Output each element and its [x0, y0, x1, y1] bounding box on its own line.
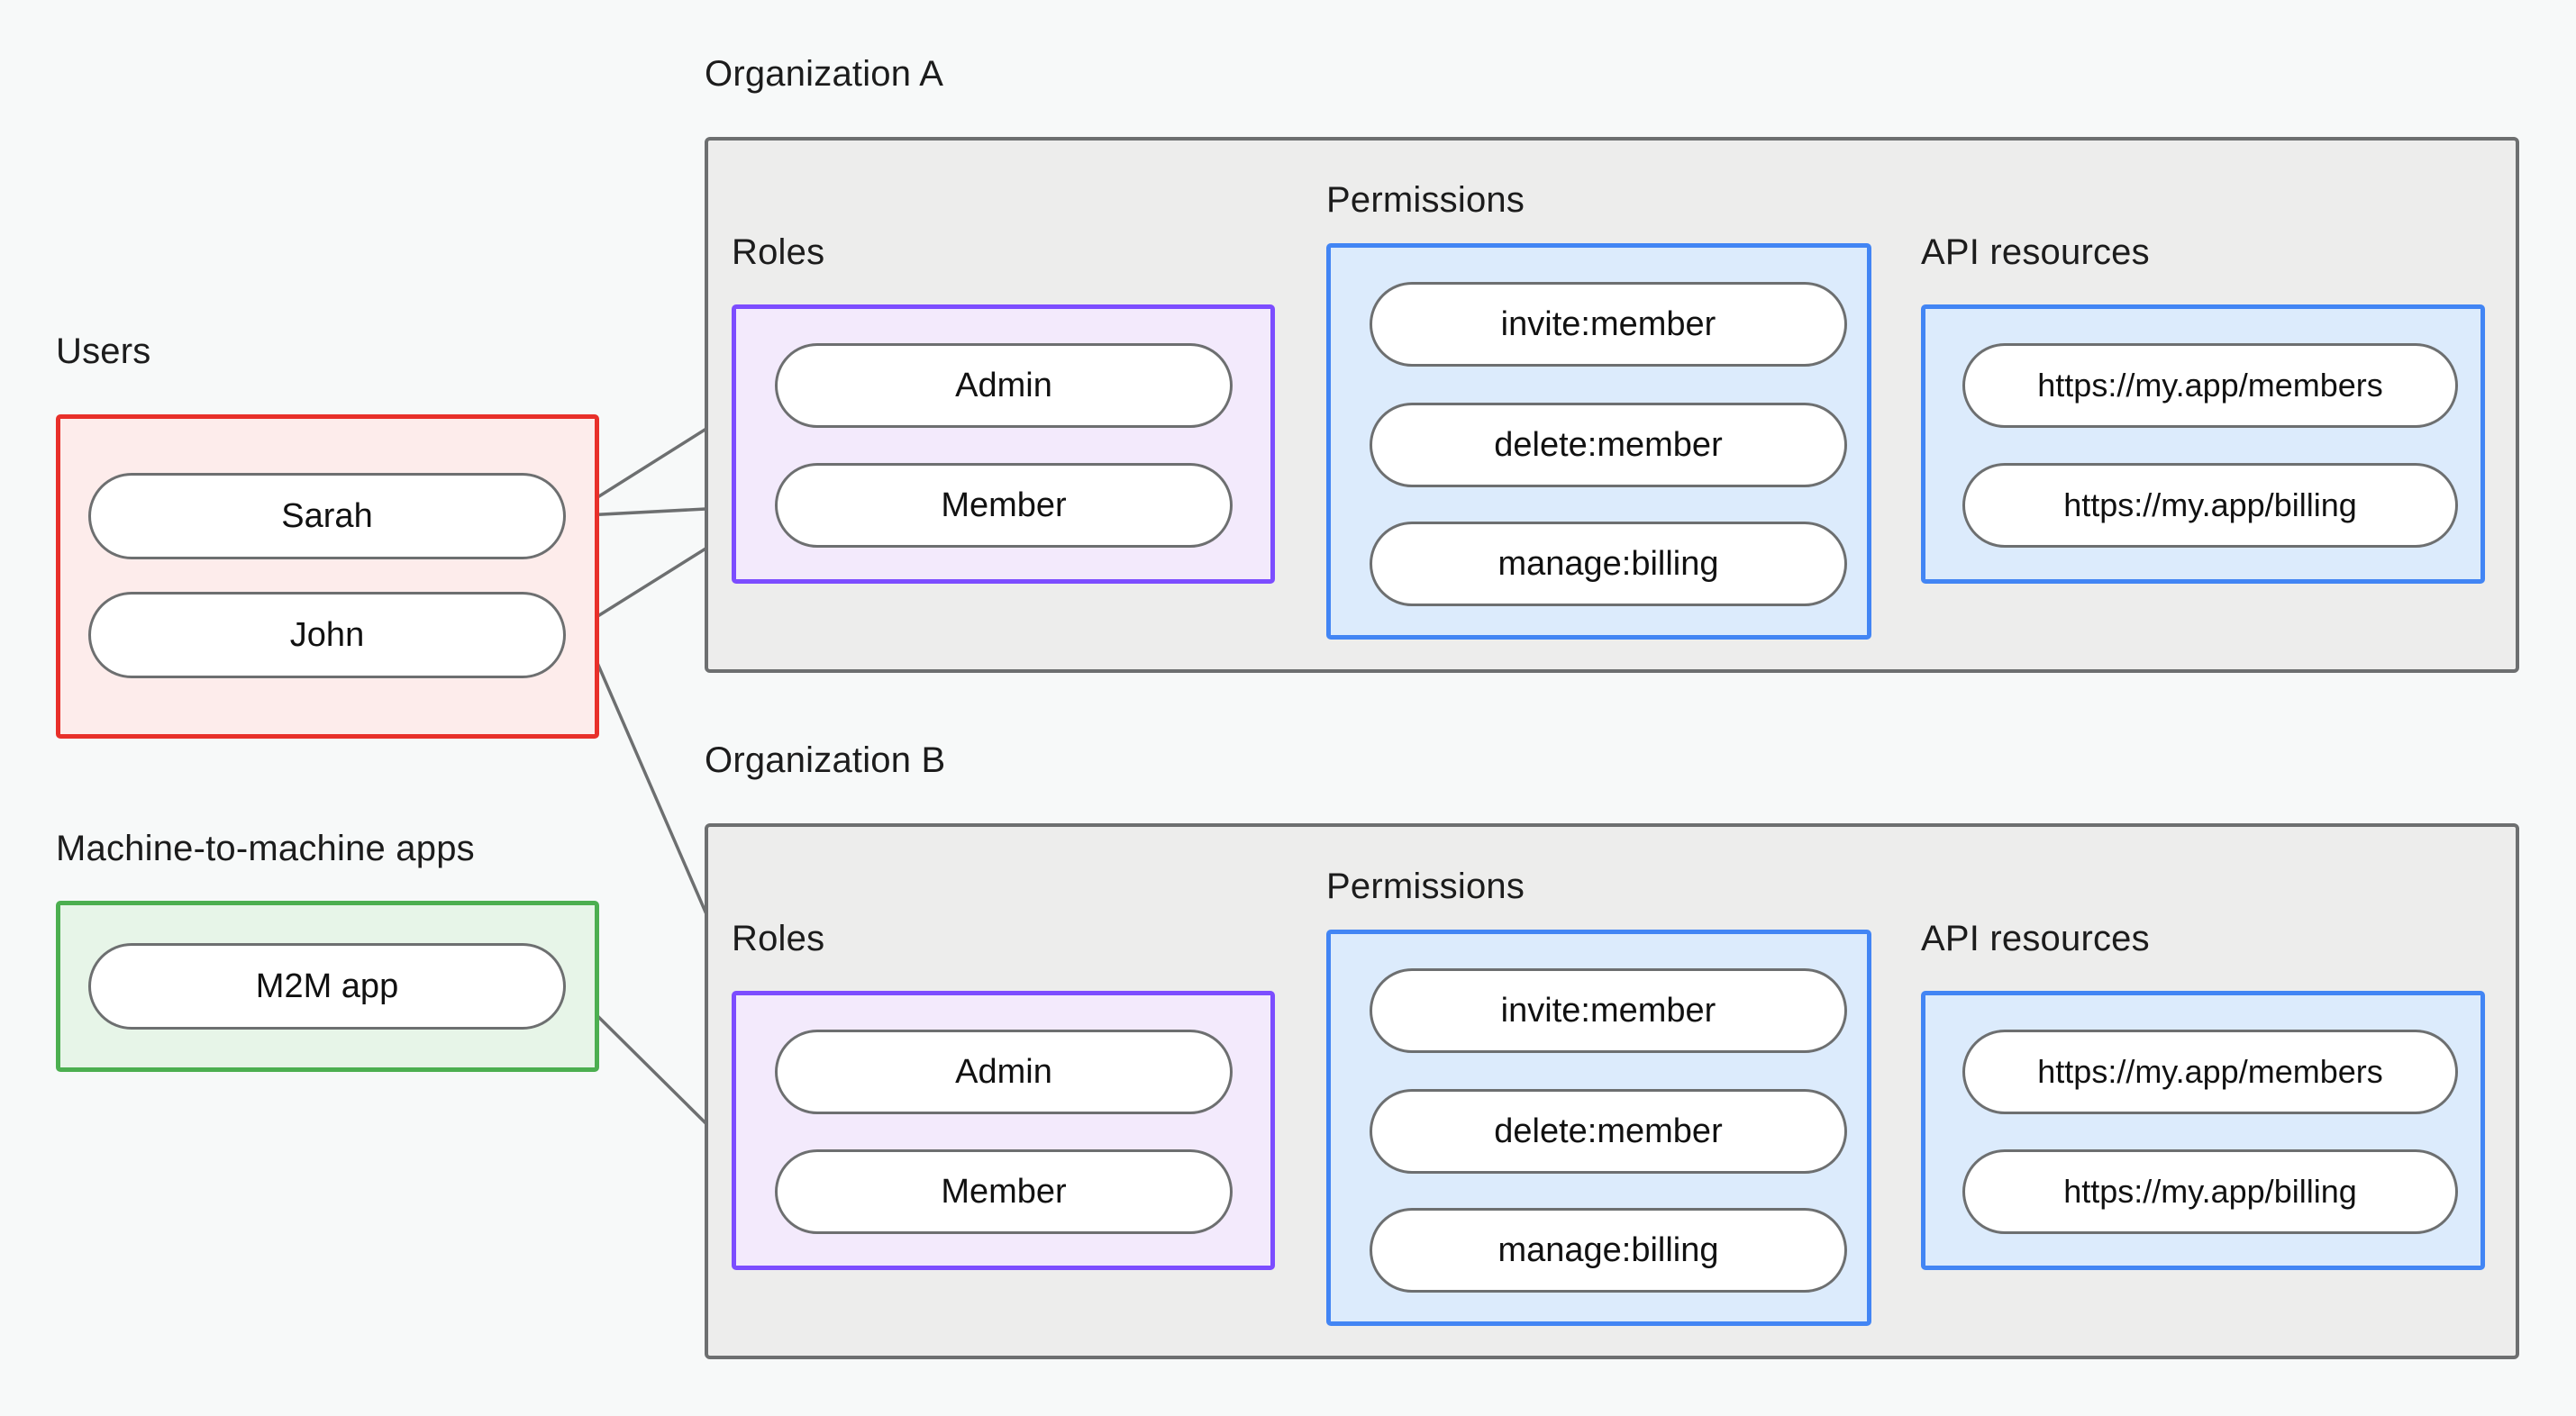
org-b-api-resource-billing[interactable]: https://my.app/billing — [1962, 1149, 2458, 1234]
org-a-permission-delete-member[interactable]: delete:member — [1370, 403, 1847, 487]
org-a-role-member[interactable]: Member — [775, 463, 1233, 548]
org-b-permission-delete-member[interactable]: delete:member — [1370, 1089, 1847, 1174]
users-caption: Users — [56, 331, 151, 371]
org-b-api-caption: API resources — [1921, 919, 2150, 958]
org-b-api-resource-members[interactable]: https://my.app/members — [1962, 1030, 2458, 1114]
user-node-sarah[interactable]: Sarah — [88, 473, 566, 559]
m2m-caption: Machine-to-machine apps — [56, 829, 475, 868]
org-a-permission-manage-billing[interactable]: manage:billing — [1370, 522, 1847, 606]
org-a-api-resource-members[interactable]: https://my.app/members — [1962, 343, 2458, 428]
org-b-role-member[interactable]: Member — [775, 1149, 1233, 1234]
org-a-role-admin[interactable]: Admin — [775, 343, 1233, 428]
org-b-permissions-caption: Permissions — [1326, 867, 1525, 906]
org-b-roles-caption: Roles — [732, 919, 825, 958]
user-node-john[interactable]: John — [88, 592, 566, 678]
org-a-permission-invite-member[interactable]: invite:member — [1370, 282, 1847, 367]
org-a-api-resource-billing[interactable]: https://my.app/billing — [1962, 463, 2458, 548]
org-a-api-caption: API resources — [1921, 232, 2150, 272]
org-a-roles-caption: Roles — [732, 232, 825, 272]
org-b-permission-manage-billing[interactable]: manage:billing — [1370, 1208, 1847, 1293]
org-a-caption: Organization A — [705, 54, 944, 94]
org-a-permissions-caption: Permissions — [1326, 180, 1525, 220]
m2m-node-app[interactable]: M2M app — [88, 943, 566, 1030]
users-group — [56, 414, 599, 739]
org-b-caption: Organization B — [705, 740, 946, 780]
org-b-permission-invite-member[interactable]: invite:member — [1370, 968, 1847, 1053]
org-b-role-admin[interactable]: Admin — [775, 1030, 1233, 1114]
